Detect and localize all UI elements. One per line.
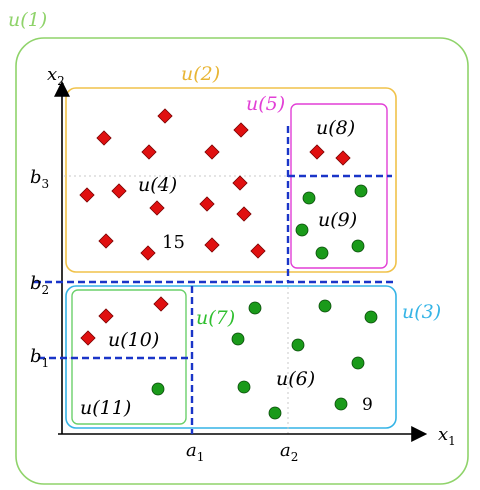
red-marker [309,144,325,160]
green-marker [354,184,368,198]
region-u1 [15,37,469,485]
red-marker [199,196,215,212]
tick-b2: b2 [30,273,49,297]
green-marker [151,382,165,396]
label-u2: u(2) [181,63,220,85]
label-u3: u(3) [402,301,441,323]
green-marker [351,239,365,253]
green-marker [364,310,378,324]
green-marker [315,246,329,260]
green-marker [302,191,316,205]
red-count: 15 [162,232,185,253]
tick-a1: a1 [186,440,204,464]
green-marker [291,338,305,352]
green-marker [318,299,332,313]
red-marker [80,330,96,346]
region-u5 [290,103,388,269]
red-marker [335,150,351,166]
tick-b1: b1 [30,346,49,370]
red-markers [79,108,351,346]
split-lines [34,126,396,434]
green-marker [268,406,282,420]
tick-a2: a2 [280,440,298,464]
red-marker [141,144,157,160]
red-marker [233,122,249,138]
region-u2 [65,87,397,273]
red-marker [98,233,114,249]
label-u10: u(10) [108,329,159,351]
red-marker [98,308,114,324]
red-marker [250,243,266,259]
label-u11: u(11) [80,397,131,419]
label-u7: u(7) [196,307,235,329]
tick-b3: b3 [30,167,49,191]
red-marker [79,187,95,203]
green-marker [231,332,245,346]
y-axis-label: x2 [47,64,65,88]
red-marker [149,200,165,216]
red-marker [153,296,169,312]
label-u1: u(1) [8,9,47,31]
green-markers [151,184,378,420]
red-marker [204,144,220,160]
green-marker [351,356,365,370]
label-u8: u(8) [316,117,355,139]
green-marker [237,380,251,394]
red-marker [96,130,112,146]
red-marker [232,175,248,191]
red-marker [140,245,156,261]
red-marker [236,206,252,222]
label-u5: u(5) [246,93,285,115]
green-marker [295,223,309,237]
red-marker [157,108,173,124]
red-marker [204,237,220,253]
green-marker [334,397,348,411]
red-marker [111,183,127,199]
x-axis-label: x1 [438,424,456,448]
label-u4: u(4) [138,174,177,196]
label-u9: u(9) [318,209,357,231]
label-u6: u(6) [276,368,315,390]
green-marker [248,301,262,315]
green-count: 9 [362,395,373,415]
